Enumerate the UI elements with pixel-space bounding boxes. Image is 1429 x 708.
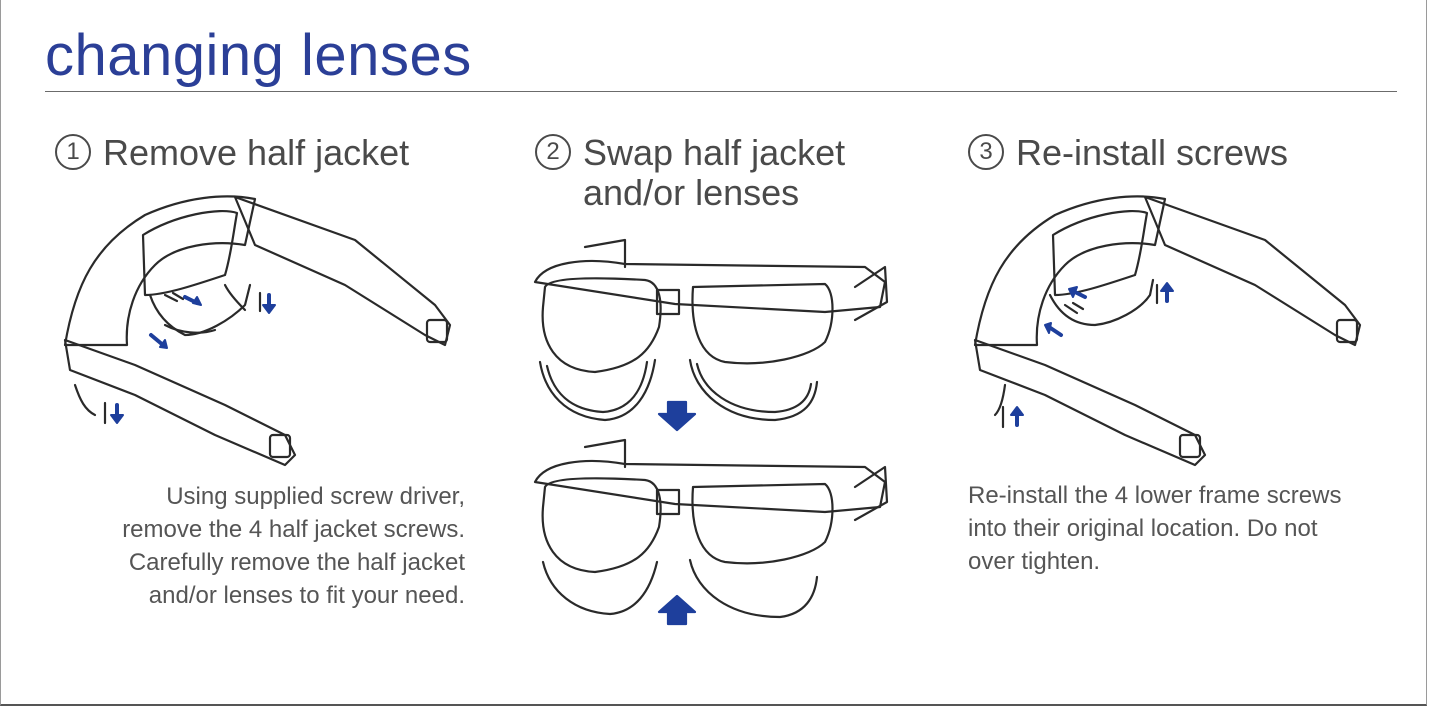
step-3-number: 3 <box>968 134 1004 171</box>
page-title: changing lenses <box>45 23 472 88</box>
step-3-description-line: into their original location. Do not <box>968 515 1318 542</box>
step-2-heading-line1: Swap half jacket <box>583 132 846 173</box>
step-3-description-line: over tighten. <box>968 548 1101 575</box>
step-1-heading: 1 Remove half jacket <box>55 133 409 173</box>
step-1-description: Using supplied screw driver, remove the … <box>70 480 465 612</box>
step-3-description-line: Re-install the 4 lower frame screws <box>968 482 1342 509</box>
step-2-heading: 2 Swap half jacket and/or lenses <box>535 133 845 213</box>
step-3-heading-text: Re-install screws <box>1016 132 1289 173</box>
step-3-heading: 3 Re-install screws <box>968 133 1288 173</box>
step-1-glasses-illustration <box>55 185 465 470</box>
step-1-number: 1 <box>55 134 91 171</box>
step-2-heading-line2: and/or lenses <box>583 172 800 214</box>
title-divider <box>45 91 1397 92</box>
step-1-heading-text: Remove half jacket <box>103 132 410 173</box>
step-1-description-line: and/or lenses to fit your need. <box>148 582 465 609</box>
step-2-glasses-illustration <box>525 232 895 632</box>
step-1-description-line: Using supplied screw driver, <box>166 483 465 510</box>
step-1-description-line: Carefully remove the half jacket <box>128 549 465 576</box>
step-1-description-line: remove the 4 half jacket screws. <box>122 516 465 543</box>
step-2-number: 2 <box>535 134 571 171</box>
step-3-description: Re-install the 4 lower frame screws into… <box>968 479 1388 578</box>
step-3-glasses-illustration <box>965 185 1375 470</box>
